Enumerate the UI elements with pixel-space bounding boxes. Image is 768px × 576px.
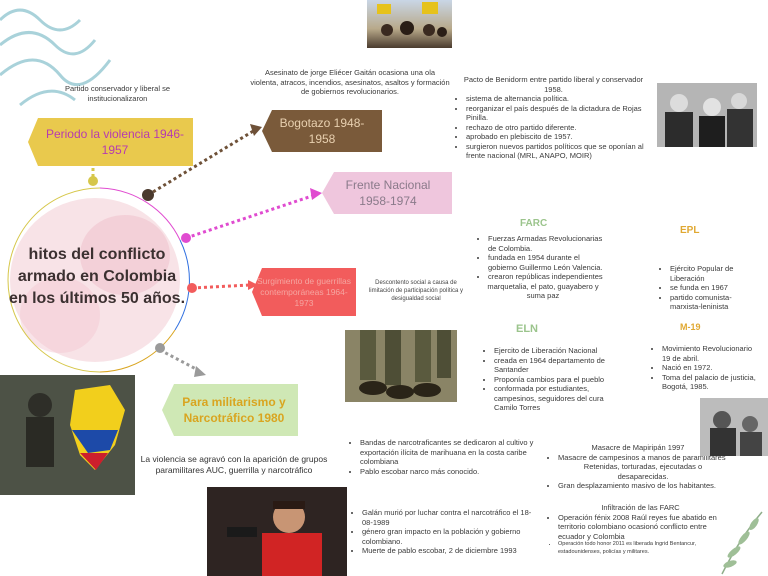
farc-extra: marquetalia, el pato, guayabero y suma p… xyxy=(487,281,599,301)
infiltracion-list: Operación fénix 2008 Raúl reyes fue abat… xyxy=(548,513,733,557)
infiltracion-title: Infiltración de las FARC xyxy=(601,503,680,512)
narco-banner[interactable]: Para militarismo y Narcotráfico 1980 xyxy=(182,395,286,425)
list-item: se funda en 1967 xyxy=(670,283,760,293)
list-item: fundada en 1954 durante el gobierno Guil… xyxy=(488,253,608,272)
list-item: partido comunista-marxista-leninista xyxy=(670,293,760,312)
list-item: género gran impacto en la población y go… xyxy=(362,527,542,546)
eln-details: Ejercito de Liberación Nacional creada e… xyxy=(484,346,619,413)
list-item: Fuerzas Armadas Revolucionarias de Colom… xyxy=(488,234,608,253)
list-item: Operación todo honor 2011 es liberada In… xyxy=(558,541,733,556)
photo-galan-speech xyxy=(207,487,347,576)
list-item: Ejercito de Liberación Nacional xyxy=(494,346,619,356)
list-item: reorganizar el país después de la dictad… xyxy=(466,104,651,123)
guerrillas-banner[interactable]: Surgimiento de guerrillas contemporáneas… xyxy=(256,275,352,308)
frente-list: sistema de alternancia política. reorgan… xyxy=(456,94,651,161)
eln-list: Ejercito de Liberación Nacional creada e… xyxy=(484,346,619,413)
list-item: rechazo de otro partido diferente. xyxy=(466,123,651,133)
narco-banner-shape xyxy=(162,384,298,436)
watercolor-blob xyxy=(10,198,180,362)
farc-details: Fuerzas Armadas Revolucionarias de Colom… xyxy=(478,234,608,301)
frente-banner-shape xyxy=(322,172,452,214)
m19-details: Movimiento Revolucionario 19 de abril. N… xyxy=(652,344,760,392)
epl-title: EPL xyxy=(680,225,700,236)
violencia-banner[interactable]: Periodo la violencia 1946-1957 xyxy=(45,127,185,157)
frente-details: Pacto de Benidorm entre partido liberal … xyxy=(456,75,651,161)
list-item: conformada por estudiantes, campesinos, … xyxy=(494,384,619,413)
violencia-banner-shape xyxy=(28,118,193,166)
bogotazo-banner[interactable]: Bogotazo 1948-1958 xyxy=(279,116,365,146)
mapiripan-details: Masacre de Mapiripán 1997 Masacre de cam… xyxy=(548,443,728,491)
list-item: Bandas de narcotraficantes se dedicaron … xyxy=(360,438,540,467)
narco-details: Bandas de narcotraficantes se dedicaron … xyxy=(350,438,540,476)
galan-list: Galán murió por luchar contra el narcotr… xyxy=(352,508,542,556)
frente-intro: Pacto de Benidorm entre partido liberal … xyxy=(463,75,644,94)
mapiripan-list: Masacre de campesinos a manos de paramil… xyxy=(548,453,728,491)
infiltracion-details: Infiltración de las FARC Operación fénix… xyxy=(548,503,733,556)
eln-title: ELN xyxy=(516,323,538,335)
bogotazo-note: Asesinato de jorge Eliécer Gaitán ocasio… xyxy=(250,68,450,96)
decorative-waves xyxy=(0,8,112,107)
list-item: Retenidas, torturadas, ejecutadas o desa… xyxy=(583,462,703,481)
list-item: crearon repúblicas independientes xyxy=(488,272,608,282)
narco-note: La violencia se agravó con la aparición … xyxy=(140,454,328,475)
list-item: Proponía cambios para el pueblo xyxy=(494,375,619,385)
violencia-note: Partido conservador y liberal se institu… xyxy=(64,84,171,103)
center-title: hitos del conflicto armado en Colombia e… xyxy=(8,246,186,307)
photo-bogotazo-crowd xyxy=(367,0,452,48)
list-item: Nació en 1972. xyxy=(662,363,760,373)
list-item: Masacre de campesinos a manos de paramil… xyxy=(558,453,728,463)
list-item: Pablo escobar narco más conocido. xyxy=(360,467,540,477)
epl-list: Ejército Popular de Liberación se funda … xyxy=(660,264,760,312)
m19-list: Movimiento Revolucionario 19 de abril. N… xyxy=(652,344,760,392)
farc-title: FARC xyxy=(520,218,548,229)
list-item: sistema de alternancia política. xyxy=(466,94,651,104)
list-item: surgieron nuevos partidos políticos que … xyxy=(466,142,651,161)
photo-soldiers-boots xyxy=(345,330,457,402)
epl-details: Ejército Popular de Liberación se funda … xyxy=(660,264,760,312)
photo-frente-nacional xyxy=(657,83,757,147)
m19-title: M-19 xyxy=(680,322,701,332)
list-item: Movimiento Revolucionario 19 de abril. xyxy=(662,344,760,363)
list-item: Muerte de pablo escobar, 2 de diciembre … xyxy=(362,546,542,556)
bogotazo-banner-shape xyxy=(262,110,382,152)
guerrillas-banner-shape xyxy=(252,268,356,316)
list-item: Ejército Popular de Liberación xyxy=(670,264,760,283)
photo-colombia-map-soldier xyxy=(0,375,135,495)
narco-list: Bandas de narcotraficantes se dedicaron … xyxy=(350,438,540,476)
list-item: Gran desplazamiento masivo de los habita… xyxy=(558,481,728,491)
mapiripan-title: Masacre de Mapiripán 1997 xyxy=(591,443,685,452)
guerrillas-note: Descontento social a causa de limitación… xyxy=(368,280,464,302)
list-item: Operación fénix 2008 Raúl reyes fue abat… xyxy=(558,513,733,542)
frente-banner[interactable]: Frente Nacional 1958-1974 xyxy=(345,178,431,208)
list-item: Toma del palacio de justicia, Bogotá, 19… xyxy=(662,373,760,392)
leaf-decoration xyxy=(721,511,763,575)
photo-mapiripan xyxy=(700,398,768,456)
list-item: creada en 1964 departamento de Santander xyxy=(494,356,619,375)
farc-list: Fuerzas Armadas Revolucionarias de Colom… xyxy=(478,234,608,282)
galan-details: Galán murió por luchar contra el narcotr… xyxy=(352,508,542,556)
list-item: Galán murió por luchar contra el narcotr… xyxy=(362,508,542,527)
list-item: aprobado en plebiscito de 1957. xyxy=(466,132,651,142)
hub-circle xyxy=(7,187,190,373)
